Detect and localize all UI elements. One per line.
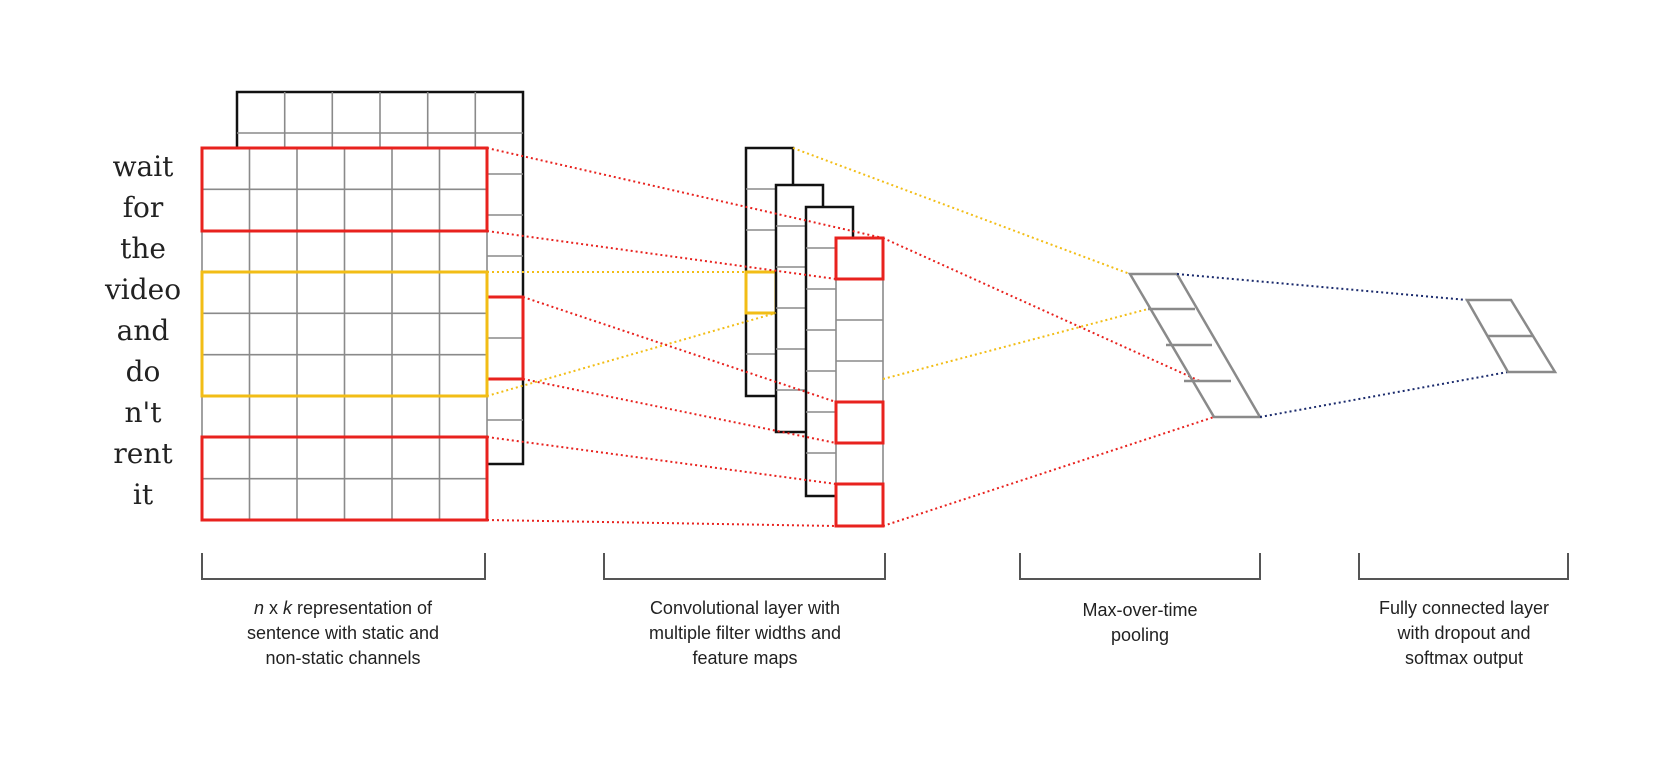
bracket-input [201,553,486,580]
caption-fc-line1: Fully connected layer [1378,598,1550,618]
conv-connectors [486,147,884,527]
output-vector [1464,298,1558,374]
feature-maps [744,146,885,528]
caption-conv: Convolutional layer with multiple filter… [595,596,895,671]
caption-input-line3: non-static channels [265,648,421,668]
word: do [126,355,161,388]
caption-conv-line1: Convolutional layer with [649,598,841,618]
caption-conv-line3: feature maps [692,648,798,668]
word: and [117,314,170,347]
word: video [104,273,181,306]
sentence-words: wait for the video and do n't rent it [104,150,181,511]
filter-region-bottom [200,435,489,522]
brackets [201,553,1569,580]
bracket-pool [1019,553,1261,580]
n-variable: n [253,598,264,618]
caption-pool: Max-over-time pooling [1000,598,1280,648]
caption-pool-line1: Max-over-time [1082,600,1198,620]
caption-fc-line3: softmax output [1404,648,1524,668]
fc-connectors [1176,273,1509,418]
word: it [133,478,154,511]
caption-input: n x k representation of sentence with st… [193,596,493,671]
filter-region-middle [200,270,489,398]
word: n't [125,396,163,429]
pool-connectors [792,147,1215,527]
bracket-conv [603,553,886,580]
word: wait [113,150,175,183]
k-variable: k [282,598,292,618]
word: rent [113,437,173,470]
caption-input-line1: n x k representation of [193,596,493,621]
caption-input-line1-rest: representation of [291,598,433,618]
caption-fc: Fully connected layer with dropout and s… [1329,596,1599,671]
caption-input-line2: sentence with static and [246,623,440,643]
input-front-channel [200,146,489,522]
times-sign: x [263,598,283,618]
bracket-fc [1358,553,1569,580]
pooling-vector [1127,272,1263,419]
caption-fc-line2: with dropout and [1397,623,1531,643]
word: for [123,191,164,224]
word: the [120,232,166,265]
feature-map-4 [834,236,885,528]
caption-conv-line2: multiple filter widths and [648,623,842,643]
caption-pool-line2: pooling [1110,625,1170,645]
filter-region-top [200,146,489,233]
